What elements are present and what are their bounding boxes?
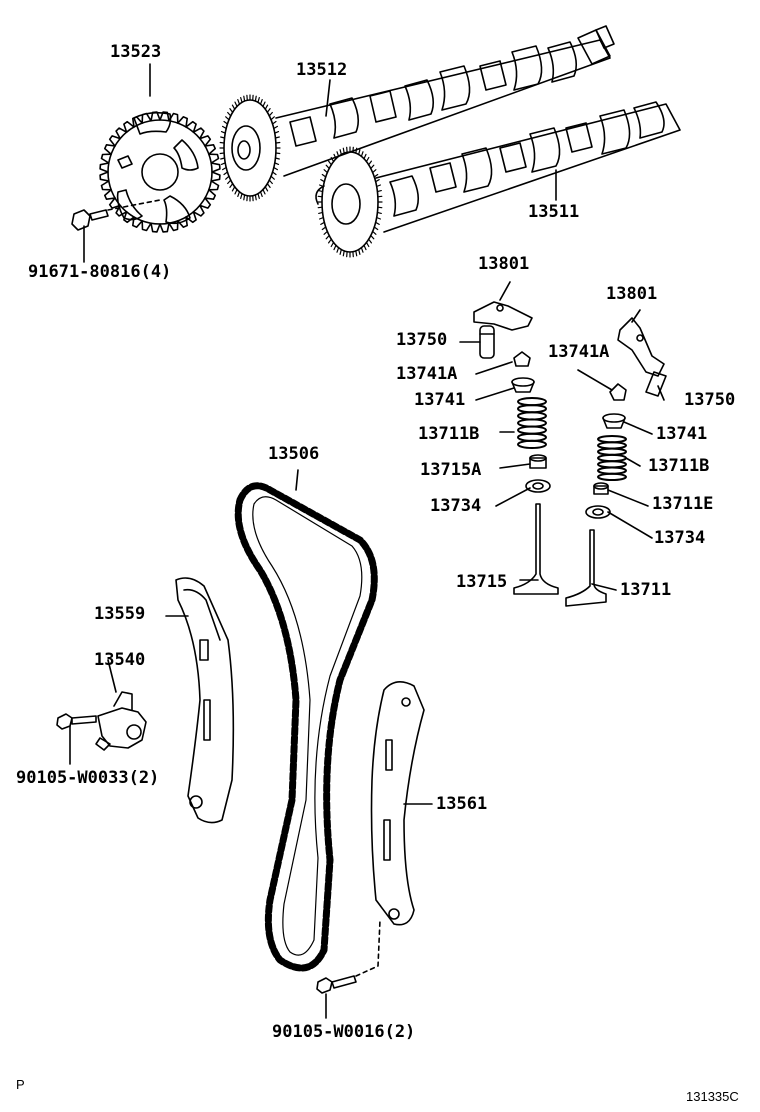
corner-mark: P: [16, 1077, 25, 1092]
label-retainer-right: 13741: [656, 424, 708, 444]
label-camshaft-intake: 13511: [528, 202, 580, 222]
label-seat-right: 13734: [654, 528, 706, 548]
label-seal-right: 13711E: [652, 494, 714, 514]
label-chain: 13506: [268, 444, 320, 464]
label-lash-adjuster-right: 13750: [684, 390, 736, 410]
label-guide-bolt: 90105-W0016(2): [272, 1022, 416, 1042]
label-chain-guide: 13561: [436, 794, 488, 814]
guide-bolt-drawing: [316, 919, 381, 1019]
tensioner-bolt-drawing: [56, 713, 97, 765]
label-camshaft-exhaust: 13512: [296, 60, 348, 80]
tensioner-slipper-drawing: [165, 577, 235, 824]
valve-train-drawing: [459, 281, 667, 607]
label-retainer-lock-right: 13741A: [548, 342, 610, 362]
label-rocker-arm-right: 13801: [606, 284, 658, 304]
chain-guide-drawing: [370, 681, 433, 926]
label-valve-intake: 13711: [620, 580, 672, 600]
label-sprocket-bolt: 91671-80816(4): [28, 262, 172, 282]
camshaft-sprocket-drawing: [99, 111, 221, 233]
label-seat-left: 13734: [430, 496, 482, 516]
label-valve-exhaust: 13715: [456, 572, 508, 592]
label-retainer-left: 13741: [414, 390, 466, 410]
timing-chain-drawing: [234, 469, 378, 972]
label-tensioner-slipper: 13559: [94, 604, 146, 624]
label-lash-adjuster-left: 13750: [396, 330, 448, 350]
label-sprocket: 13523: [110, 42, 162, 62]
label-seal-left: 13715A: [420, 460, 482, 480]
label-retainer-lock-left: 13741A: [396, 364, 458, 384]
label-rocker-arm-left: 13801: [478, 254, 530, 274]
label-tensioner: 13540: [94, 650, 146, 670]
label-spring-right: 13711B: [648, 456, 710, 476]
tensioner-drawing: [95, 659, 147, 751]
drawing-number: 131335C: [686, 1089, 739, 1104]
label-spring-left: 13711B: [418, 424, 480, 444]
label-tensioner-bolt: 90105-W0033(2): [16, 768, 160, 788]
intake-camshaft-drawing: [315, 101, 681, 258]
sprocket-bolt-drawing: [71, 199, 161, 231]
exhaust-camshaft-drawing: [219, 25, 615, 202]
